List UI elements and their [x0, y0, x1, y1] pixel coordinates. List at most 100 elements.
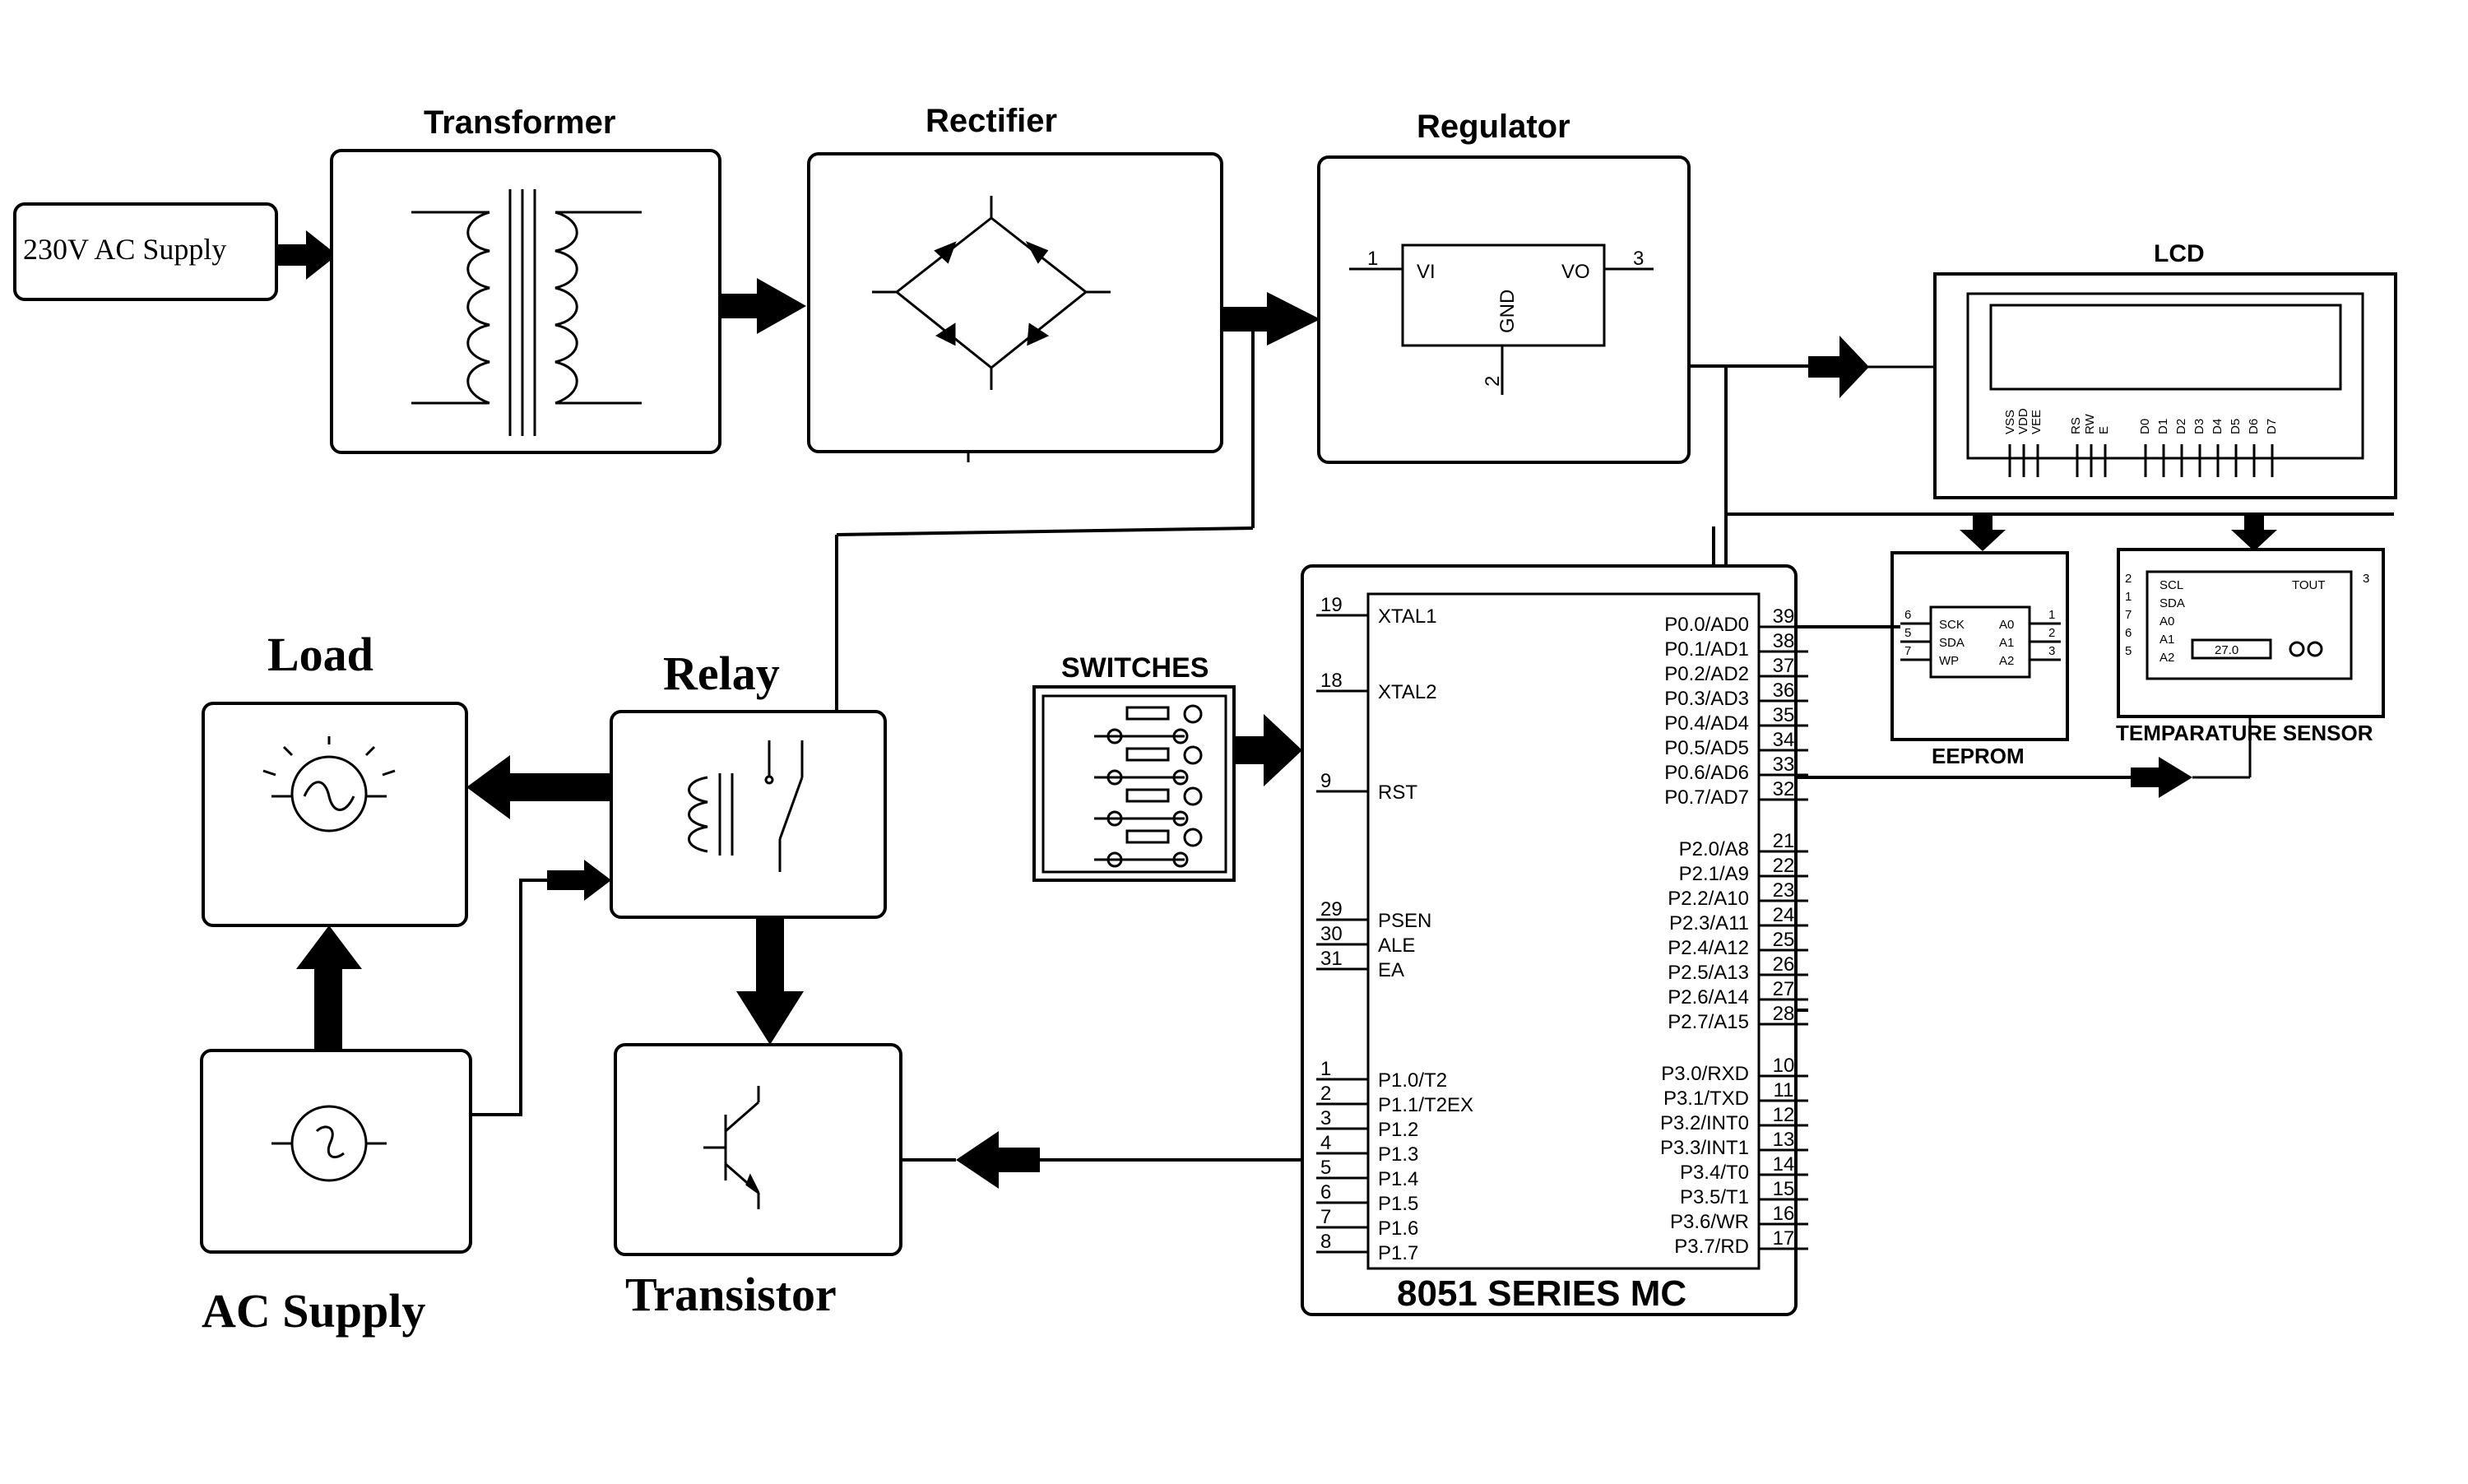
svg-text:VSS: VSS [2003, 410, 2017, 434]
switches-block [1032, 685, 1236, 882]
mcu-pin-label: P0.2/AD2 [1664, 663, 1749, 685]
transistor-label: Transistor [625, 1268, 837, 1321]
mcu-pin-number: 37 [1773, 655, 1795, 677]
mcu-right-pins: 39P0.0/AD038P0.1/AD137P0.2/AD236P0.3/AD3… [1660, 605, 1808, 1258]
load-title: Load [267, 628, 373, 681]
svg-text:A0: A0 [1999, 618, 2014, 632]
mcu-pin-label: EA [1378, 959, 1404, 981]
rectifier-block [807, 152, 1223, 453]
relay-block [610, 710, 887, 919]
mcu-pin-label: P1.5 [1378, 1193, 1418, 1215]
svg-text:5: 5 [2125, 644, 2132, 658]
regulator-ic: 1 3 VI VO GND 2 [1349, 243, 1654, 395]
mcu-pin-number: 17 [1773, 1227, 1795, 1250]
mcu-pin-label: P2.3/A11 [1669, 912, 1749, 934]
svg-text:D6: D6 [2247, 419, 2261, 434]
mcu-pin-label: P2.1/A9 [1679, 863, 1749, 885]
svg-text:A2: A2 [2160, 651, 2174, 665]
mcu-label: 8051 SERIES MC [1397, 1273, 1686, 1314]
lcd-bezel [1966, 292, 2364, 460]
svg-text:E: E [2097, 426, 2111, 434]
svg-text:1: 1 [2125, 590, 2132, 604]
mcu-pin-number: 22 [1773, 855, 1795, 877]
svg-text:1: 1 [1367, 248, 1378, 270]
mcu-pin-label: P3.3/INT1 [1660, 1137, 1749, 1159]
relay-title: Relay [663, 647, 780, 700]
mcu-pin-number: 18 [1320, 670, 1343, 692]
svg-text:SCK: SCK [1939, 618, 1965, 632]
arrow-rectifier-to-regulator [1222, 292, 1320, 345]
svg-text:6: 6 [2125, 626, 2132, 640]
transformer-title: Transformer [424, 104, 615, 141]
mcu-pin-label: P3.7/RD [1674, 1236, 1749, 1258]
arrow-transformer-to-rectifier [720, 278, 806, 334]
ac-source-icon [271, 1105, 387, 1182]
mcu-pin-number: 15 [1773, 1178, 1795, 1200]
svg-text:2: 2 [1482, 376, 1504, 387]
mcu-pin-label: ALE [1378, 934, 1415, 957]
mcu-pin-number: 25 [1773, 929, 1795, 951]
regulator-title: Regulator [1417, 109, 1570, 145]
svg-text:D4: D4 [2211, 419, 2224, 434]
mcu-pin-label: P3.1/TXD [1663, 1087, 1749, 1110]
mcu-left-pins: 19XTAL118XTAL29RST29PSEN30ALE31EA1P1.0/T… [1316, 594, 1473, 1264]
transformer-icon [411, 189, 642, 436]
svg-text:TOUT: TOUT [2292, 578, 2326, 592]
svg-text:SDA: SDA [1939, 636, 1965, 650]
mcu-block [1301, 564, 1798, 1316]
temp-sensor-label: TEMPARATURE SENSOR [2116, 721, 2373, 745]
mcu-pin-label: P1.4 [1378, 1168, 1418, 1190]
mcu-pin-label: P3.5/T1 [1680, 1186, 1749, 1208]
svg-text:D0: D0 [2138, 419, 2152, 434]
arrow-mcu-to-transistor [956, 1131, 1040, 1189]
mcu-pin-label: P3.4/T0 [1680, 1162, 1749, 1184]
ac-input-label: 230V AC Supply [23, 233, 226, 266]
mcu-pin-number: 35 [1773, 704, 1795, 726]
mcu-pin-number: 21 [1773, 830, 1795, 852]
arrow-ac-supply-to-load [296, 925, 362, 1050]
mcu-pin-label: P1.0/T2 [1378, 1069, 1447, 1092]
mcu-pin-number: 11 [1774, 1079, 1794, 1101]
mcu-pin-label: P1.3 [1378, 1143, 1418, 1166]
lamp-icon [262, 736, 396, 832]
ac-supply-block [200, 1049, 472, 1254]
arrow-bus-to-eeprom [1960, 515, 2006, 551]
temp-sensor-block [2117, 548, 2385, 718]
mcu-pin-number: 26 [1773, 953, 1795, 976]
svg-text:A2: A2 [1999, 654, 2014, 668]
mcu-pin-number: 28 [1773, 1003, 1795, 1025]
mcu-pin-number: 6 [1320, 1181, 1331, 1203]
switches-icon [1094, 704, 1203, 868]
mcu-pin-number: 27 [1773, 978, 1795, 1000]
temp-sensor-chip [2146, 570, 2353, 680]
mcu-pin-label: P2.0/A8 [1679, 838, 1749, 860]
mcu-pin-number: 10 [1773, 1055, 1795, 1077]
svg-text:2: 2 [2125, 572, 2132, 586]
mcu-pin-number: 33 [1773, 754, 1795, 776]
mcu-pin-number: 14 [1773, 1153, 1795, 1176]
eeprom-block [1890, 551, 2069, 741]
lcd-title: LCD [2154, 240, 2205, 267]
mcu-pin-label: P1.1/T2EX [1378, 1094, 1473, 1116]
mcu-pin-number: 24 [1773, 904, 1795, 926]
mcu-pin-label: P1.2 [1378, 1119, 1418, 1141]
mcu-pin-label: P2.2/A10 [1668, 888, 1749, 910]
svg-text:3: 3 [2363, 572, 2369, 586]
svg-text:SCL: SCL [2160, 578, 2183, 592]
mcu-pin-number: 19 [1320, 594, 1343, 616]
mcu-pin-label: P0.7/AD7 [1664, 786, 1749, 809]
relay-icon [688, 740, 804, 872]
svg-text:SDA: SDA [2160, 596, 2185, 610]
mcu-pin-number: 31 [1320, 948, 1343, 970]
transistor-icon [703, 1086, 760, 1209]
svg-text:WP: WP [1939, 654, 1959, 668]
mcu-pin-number: 1 [1320, 1058, 1331, 1080]
mcu-pin-label: P0.4/AD4 [1664, 712, 1749, 735]
bridge-rectifier-icon [872, 196, 1111, 390]
svg-text:VI: VI [1417, 261, 1436, 283]
svg-text:VDD: VDD [2016, 408, 2030, 434]
svg-text:VEE: VEE [2030, 410, 2044, 434]
svg-text:1: 1 [2048, 608, 2055, 622]
eeprom-pins: SCK SDA WP A0 A1 A2 6 5 7 1 2 3 [1900, 608, 2061, 668]
mcu-pin-label: XTAL2 [1378, 681, 1437, 703]
